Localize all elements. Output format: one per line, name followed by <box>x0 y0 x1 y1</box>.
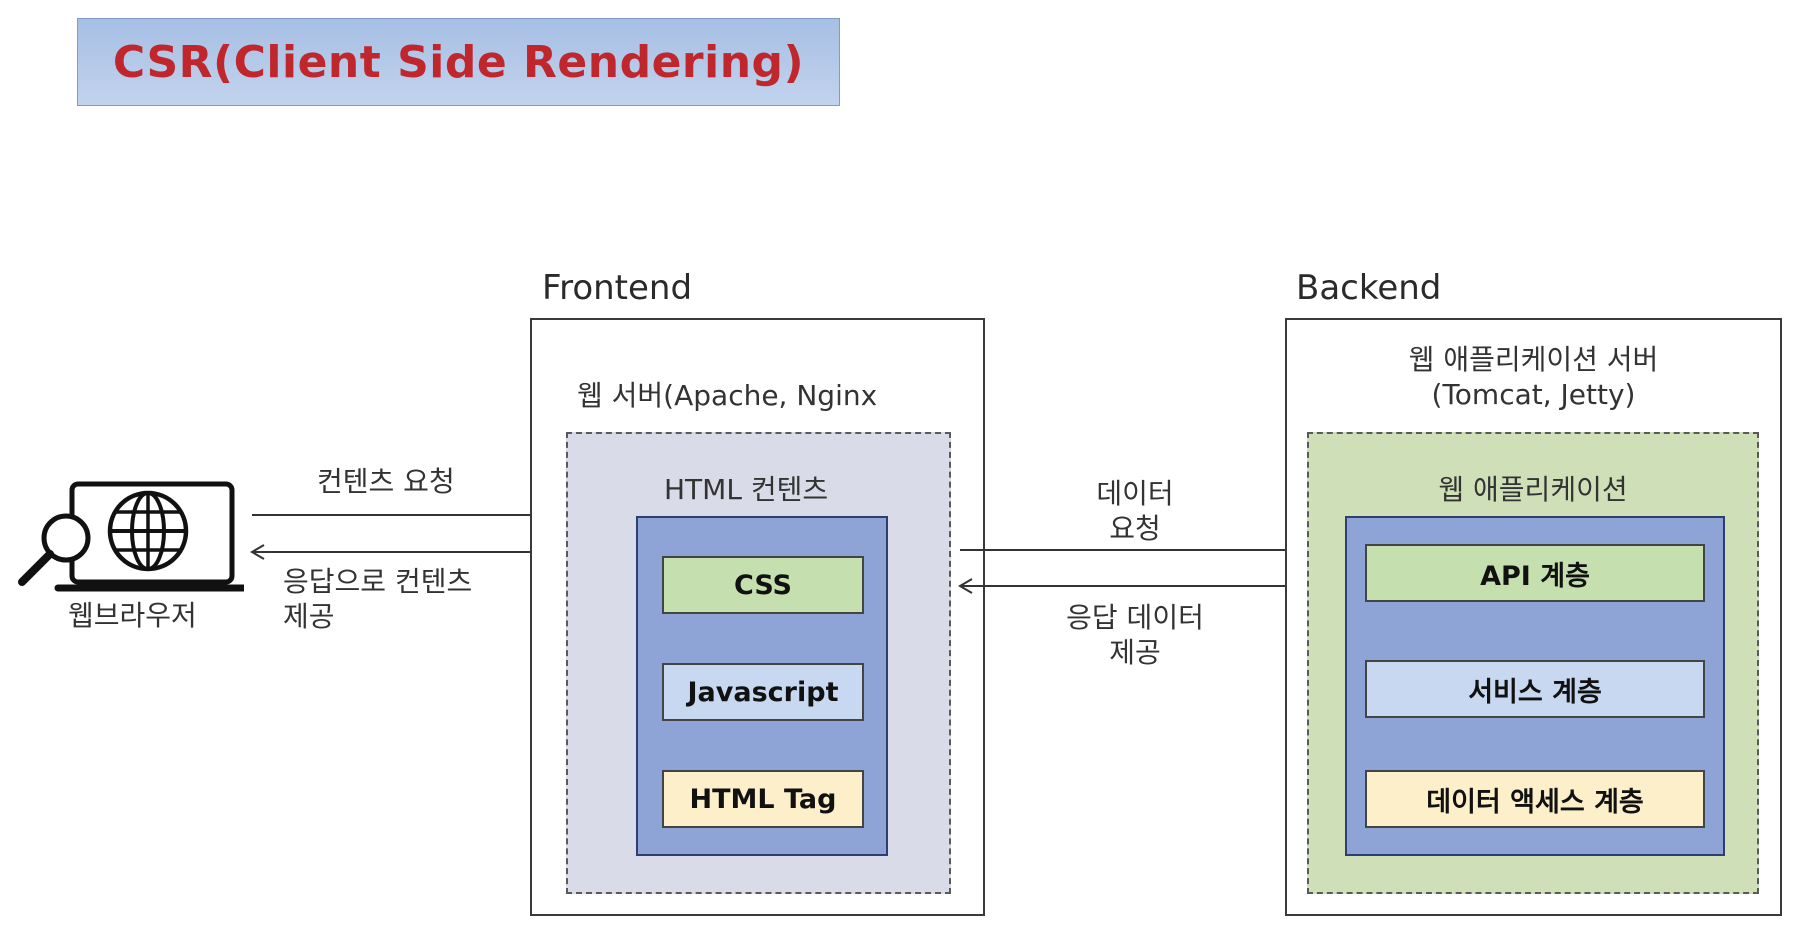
data-request-line1: 데이터 <box>1096 477 1174 510</box>
service-layer-box: 서비스 계층 <box>1365 660 1705 718</box>
html-content-box: CSS Javascript HTML Tag <box>636 516 888 856</box>
content-response-line2: 제공 <box>283 600 335 633</box>
browser-node: 웹브라우저 <box>14 470 252 640</box>
data-request-label: 데이터 요청 <box>1060 476 1210 546</box>
css-box: CSS <box>662 556 864 614</box>
frontend-box: 웹 서버(Apache, Nginx HTML 컨텐츠 CSS Javascri… <box>530 318 985 916</box>
browser-frontend-arrows <box>250 507 550 560</box>
data-access-layer-box: 데이터 액세스 계층 <box>1365 770 1705 828</box>
data-response-line2: 제공 <box>1109 636 1161 669</box>
html-tag-label: HTML Tag <box>689 783 837 815</box>
frontend-heading: Frontend <box>542 268 693 308</box>
was-label-line2: (Tomcat, Jetty) <box>1431 378 1636 411</box>
browser-label: 웹브라우저 <box>68 599 197 632</box>
html-tag-box: HTML Tag <box>662 770 864 828</box>
was-label: 웹 애플리케이션 서버 (Tomcat, Jetty) <box>1287 342 1780 412</box>
frontend-content-area: HTML 컨텐츠 CSS Javascript HTML Tag <box>566 432 951 894</box>
web-server-label: 웹 서버(Apache, Nginx <box>577 379 878 412</box>
javascript-box: Javascript <box>662 663 864 721</box>
web-application-area: 웹 애플리케이션 API 계층 서비스 계층 데이터 액세스 계층 <box>1307 432 1759 894</box>
data-access-layer-label: 데이터 액세스 계층 <box>1426 786 1644 818</box>
data-response-label: 응답 데이터 제공 <box>1040 600 1230 670</box>
backend-box: 웹 애플리케이션 서버 (Tomcat, Jetty) 웹 애플리케이션 API… <box>1285 318 1782 916</box>
api-layer-label: API 계층 <box>1480 560 1590 592</box>
title-banner: CSR(Client Side Rendering) <box>77 18 840 106</box>
web-application-label: 웹 애플리케이션 <box>1438 473 1628 506</box>
laptop-globe-search-icon <box>18 481 252 592</box>
content-response-line1: 응답으로 컨텐츠 <box>283 565 473 598</box>
css-label: CSS <box>734 569 792 601</box>
service-layer-label: 서비스 계층 <box>1468 676 1602 708</box>
page-title: CSR(Client Side Rendering) <box>112 36 805 88</box>
api-layer-box: API 계층 <box>1365 544 1705 602</box>
html-content-label: HTML 컨텐츠 <box>664 473 829 506</box>
content-response-label: 응답으로 컨텐츠 제공 <box>283 564 472 634</box>
data-request-line2: 요청 <box>1109 512 1161 545</box>
backend-heading: Backend <box>1296 268 1442 308</box>
javascript-label: Javascript <box>687 676 839 708</box>
web-application-box: API 계층 서비스 계층 데이터 액세스 계층 <box>1345 516 1725 856</box>
data-response-line1: 응답 데이터 <box>1066 601 1204 634</box>
content-request-label: 컨텐츠 요청 <box>317 465 455 498</box>
was-label-line1: 웹 애플리케이션 서버 <box>1408 343 1659 376</box>
